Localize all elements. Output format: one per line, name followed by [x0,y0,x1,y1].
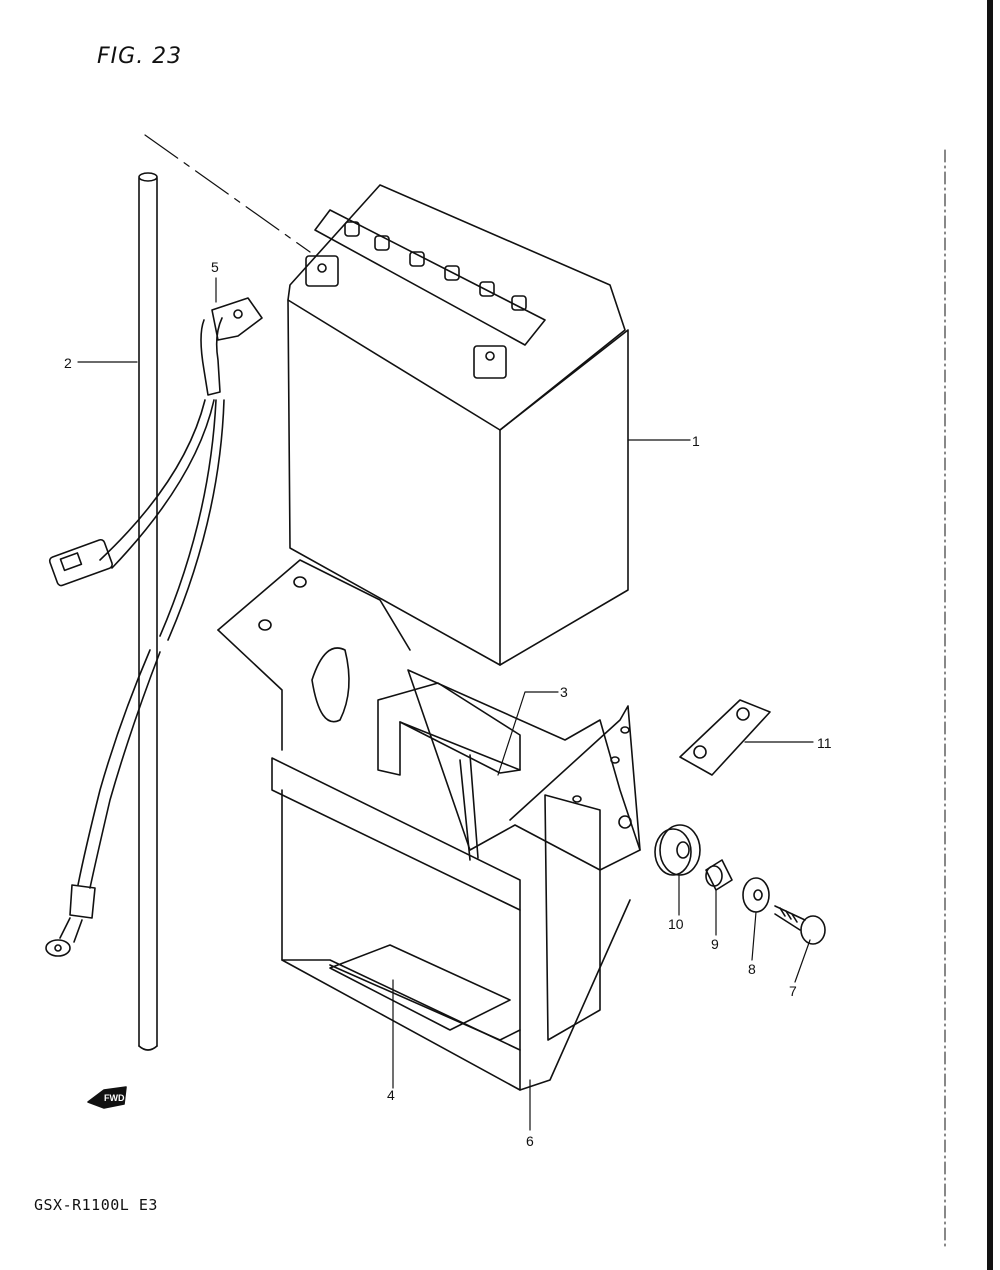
callout-leaders [77,277,814,1131]
part-washer [742,877,770,913]
model-code: GSX-R1100L E3 [34,1196,158,1214]
figure-title: FIG. 23 [97,44,183,69]
part-cushion [654,824,701,876]
callout-8: 8 [748,961,756,977]
callout-3: 3 [560,684,568,700]
part-lead-wire [45,297,263,957]
callout-5: 5 [211,259,219,275]
callout-4: 4 [387,1087,395,1103]
callout-2: 2 [64,355,72,371]
part-screw [774,905,826,945]
callout-7: 7 [789,983,797,999]
callout-10: 10 [668,916,684,932]
callout-numbers: 1 2 3 4 5 6 7 8 9 10 11 [64,259,832,1149]
part-battery [287,184,629,666]
part-pad [377,682,521,776]
part-spacer [705,859,733,891]
callout-9: 9 [711,936,719,952]
callout-6: 6 [526,1133,534,1149]
forward-direction-arrow: FWD [87,1086,127,1109]
page-edge-border [944,0,993,1270]
part-breather-tube [138,134,311,1051]
fwd-label: FWD [104,1093,125,1103]
part-bottom-pad [329,944,511,1031]
callout-11: 11 [817,735,832,751]
callout-1: 1 [692,433,700,449]
part-plate [679,699,771,776]
part-battery-case [217,559,641,1091]
